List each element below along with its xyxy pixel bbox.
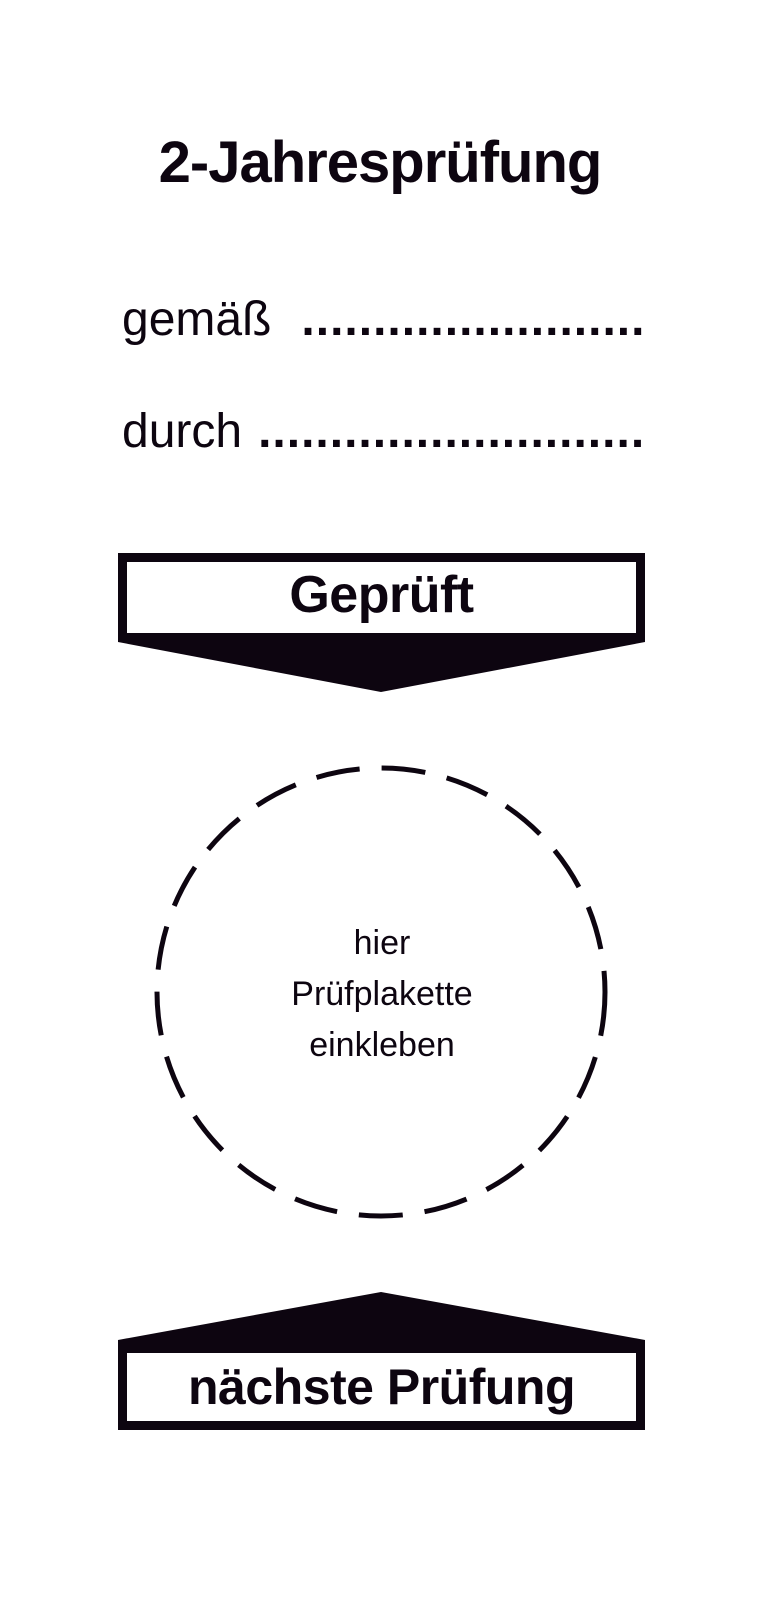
field-label-durch: durch <box>122 405 243 458</box>
page-title: 2-Jahresprüfung <box>158 130 603 195</box>
checked-banner-label: Geprüft <box>289 566 474 624</box>
field-fill-line-gemaess[interactable]: ........................ <box>301 293 646 346</box>
field-fill-line-durch[interactable]: ............................... <box>258 405 647 458</box>
sticker-area-instructions: hier Prüfplakette einkleben <box>230 918 534 1071</box>
sticker-text-line1: hier <box>353 924 411 962</box>
checked-banner-frame <box>118 553 645 692</box>
arrow-down-icon <box>118 633 645 692</box>
next-inspection-banner-label: nächste Prüfung <box>188 1359 575 1415</box>
sticker-text-line3: einkleben <box>309 1026 455 1064</box>
field-gemaess: gemäß ........................ <box>122 290 647 350</box>
arrow-up-icon <box>118 1292 645 1352</box>
field-label-gemaess: gemäß <box>122 293 272 346</box>
sticker-circle-outline <box>154 765 608 1219</box>
field-durch: durch ............................... <box>122 402 647 462</box>
next-banner-frame <box>118 1292 645 1430</box>
sticker-text-line2: Prüfplakette <box>291 975 473 1013</box>
